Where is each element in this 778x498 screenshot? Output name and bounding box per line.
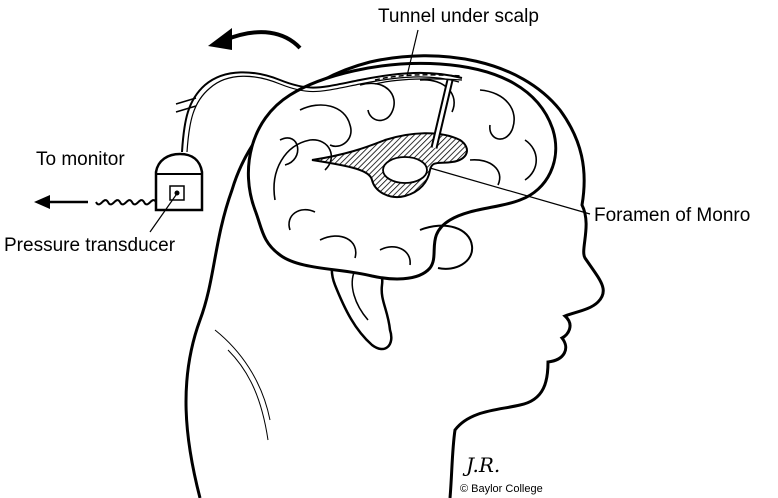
label-tunnel-under-scalp: Tunnel under scalp (378, 7, 539, 26)
copyright-notice: © Baylor College (460, 484, 543, 495)
flow-arrow (225, 32, 300, 48)
flow-arrow-head (208, 28, 232, 50)
monitor-arrow-head (34, 195, 50, 209)
label-pressure-transducer: Pressure transducer (4, 236, 175, 255)
thalamus (383, 157, 427, 183)
label-foramen-of-monro: Foramen of Monro (594, 206, 750, 225)
ear-inner (352, 270, 368, 320)
label-to-monitor: To monitor (36, 150, 125, 169)
pressure-transducer (156, 154, 202, 210)
neck-shading (215, 330, 270, 440)
coiled-cable (96, 200, 156, 204)
artist-initials: J.R. (466, 455, 500, 475)
